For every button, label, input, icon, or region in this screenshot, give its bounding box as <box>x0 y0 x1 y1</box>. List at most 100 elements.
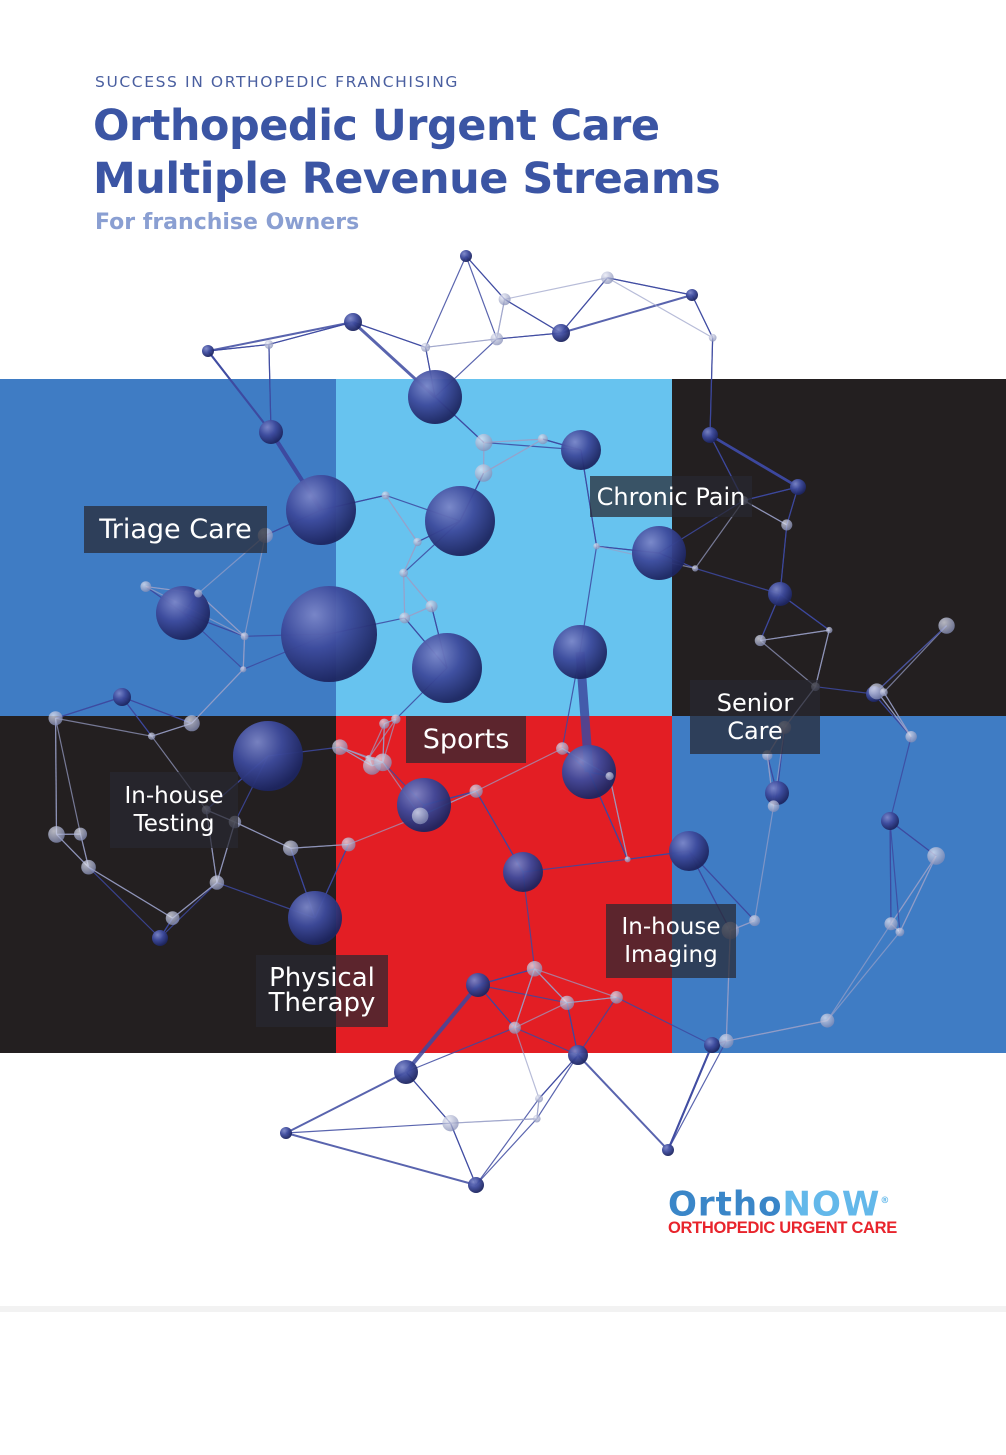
network-edge <box>242 636 246 670</box>
network-node <box>288 891 342 945</box>
network-edge <box>899 855 937 933</box>
stream-label: Triage Care <box>99 513 252 545</box>
network-edge <box>54 718 58 835</box>
logo-part-now: NOW <box>782 1184 881 1225</box>
page-title: Orthopedic Urgent Care Multiple Revenue … <box>93 100 721 206</box>
network-node <box>460 250 472 262</box>
network-node <box>781 519 793 531</box>
tile-lightblue <box>336 379 672 716</box>
network-edge <box>121 696 192 724</box>
network-node <box>884 917 898 931</box>
network-node <box>605 772 614 781</box>
kicker: SUCCESS IN ORTHOPEDIC FRANCHISING <box>95 73 460 91</box>
network-node <box>768 582 792 606</box>
network-edge <box>873 693 912 738</box>
network-node <box>233 721 303 791</box>
network-node <box>147 732 156 740</box>
network-node <box>767 800 780 812</box>
network-edge <box>268 344 272 433</box>
network-edge <box>504 277 608 300</box>
network-node <box>183 715 200 732</box>
network-edge <box>504 298 562 334</box>
network-node <box>895 927 905 937</box>
network-edge <box>88 866 161 939</box>
stream-label: Imaging <box>624 942 718 968</box>
network-node <box>259 420 283 444</box>
network-edge <box>234 821 291 849</box>
network-node <box>399 568 408 578</box>
network-edge <box>475 1098 540 1186</box>
network-node <box>73 827 88 841</box>
stream-label: In-house <box>124 783 224 809</box>
stream-label: Senior <box>716 689 794 717</box>
subtitle: For franchise Owners <box>95 210 360 235</box>
network-node <box>412 633 482 703</box>
network-edge <box>465 255 506 300</box>
network-edge <box>368 723 385 759</box>
network-node <box>624 856 631 863</box>
network-node <box>765 781 789 805</box>
network-edge <box>285 1071 407 1134</box>
network-edge <box>760 629 830 642</box>
network-node <box>113 688 131 706</box>
network-node <box>442 1115 459 1132</box>
network-edge <box>577 997 618 1056</box>
network-node <box>474 464 493 482</box>
network-edge <box>566 996 617 1004</box>
network-edge <box>691 294 714 339</box>
network-node <box>686 289 698 301</box>
network-edge <box>514 1002 568 1029</box>
orthonow-logo: OrthoNOW® ORTHOPEDIC URGENT CARE <box>668 1184 897 1238</box>
stream-label: Physical <box>269 963 375 993</box>
page-divider <box>0 1306 1006 1312</box>
stream-sports: Sports <box>406 716 526 763</box>
network-node <box>394 1060 418 1084</box>
network-node <box>468 1177 484 1193</box>
network-node <box>286 475 356 545</box>
network-node <box>879 688 888 697</box>
network-edge <box>709 337 714 436</box>
network-edge <box>191 668 244 724</box>
network-edge <box>477 984 568 1004</box>
network-edge <box>483 438 543 444</box>
network-edge <box>534 968 617 998</box>
network-edge <box>285 1132 477 1186</box>
network-edge <box>560 277 608 334</box>
title-line-2: Multiple Revenue Streams <box>93 154 721 204</box>
network-node <box>702 427 718 443</box>
network-edge <box>54 718 82 835</box>
network-node <box>749 915 761 927</box>
network-node <box>537 434 548 445</box>
network-edge <box>759 640 816 688</box>
network-node <box>425 486 495 556</box>
network-node <box>790 479 806 495</box>
network-node <box>938 617 955 634</box>
network-node <box>152 930 168 946</box>
network-node <box>391 714 401 724</box>
network-edge <box>609 776 629 860</box>
network-edge <box>514 1027 579 1056</box>
stream-label: Testing <box>133 811 215 837</box>
network-node <box>48 711 63 726</box>
network-edge <box>873 625 947 695</box>
logo-wordmark: OrthoNOW® <box>668 1184 897 1221</box>
stream-label: Care <box>727 717 783 745</box>
network-node <box>194 589 203 598</box>
network-edge <box>815 686 875 695</box>
network-node <box>381 491 390 500</box>
network-node <box>156 586 210 640</box>
network-node <box>399 612 411 624</box>
network-node <box>408 370 462 424</box>
network-edge <box>607 277 693 296</box>
network-node <box>556 742 569 755</box>
network-node <box>610 991 623 1004</box>
network-node <box>397 778 451 832</box>
network-node <box>533 1114 541 1123</box>
network-edge <box>496 332 562 340</box>
network-edge <box>404 983 480 1074</box>
network-node <box>498 293 511 306</box>
network-node <box>881 812 899 830</box>
network-edge <box>577 1054 669 1151</box>
network-edge <box>826 923 892 1021</box>
